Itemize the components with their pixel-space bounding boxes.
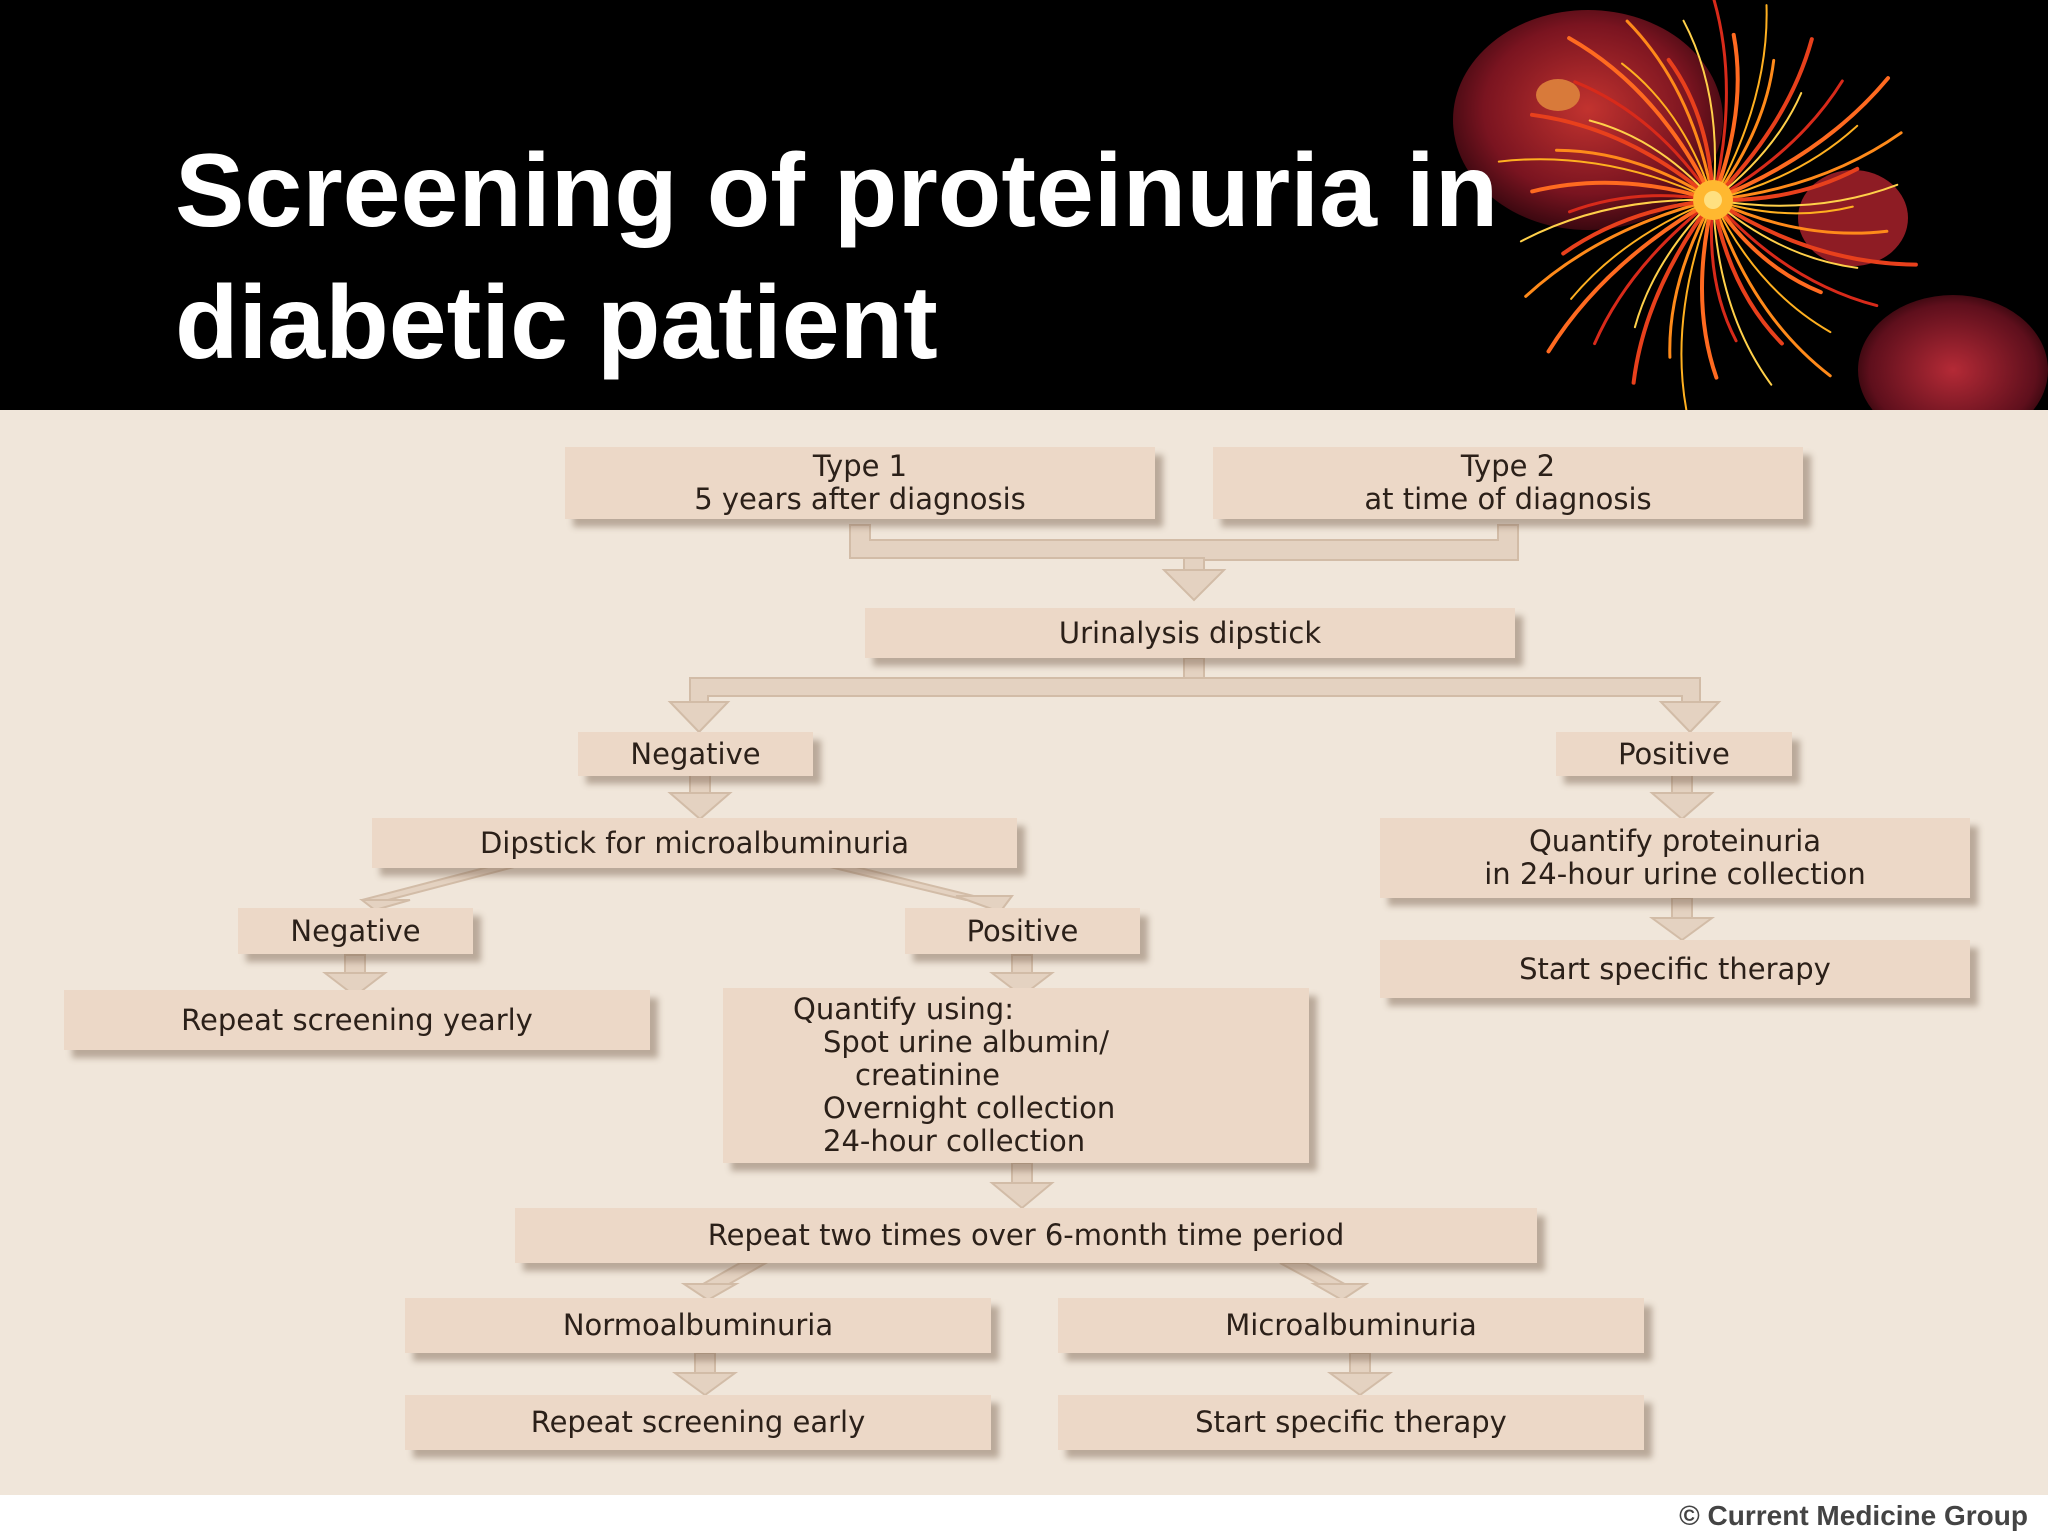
positive-label-2: Positive <box>966 913 1079 948</box>
firework-ray <box>1712 199 1859 269</box>
type2-box: Type 2 at time of diagnosis <box>1213 447 1803 519</box>
firework-ray <box>1497 158 1714 201</box>
repeat-screening-yearly-box: Repeat screening yearly <box>64 990 650 1050</box>
firework-ray <box>1712 4 1768 201</box>
positive-box-1: Positive <box>1556 732 1792 776</box>
firework-ray <box>1555 148 1715 202</box>
firework-ray <box>1561 198 1715 256</box>
normoalbuminuria-label: Normoalbuminuria <box>562 1308 834 1342</box>
firework-ray <box>1711 198 1918 267</box>
firework-ray <box>1530 112 1715 202</box>
type1-box: Type 1 5 years after diagnosis <box>565 447 1155 519</box>
repeat-two-times-box: Repeat two times over 6-month time perio… <box>515 1208 1537 1263</box>
firework-ray <box>1567 36 1715 202</box>
firework-ray <box>1573 80 1715 202</box>
urinalysis-dipstick-box: Urinalysis dipstick <box>865 608 1515 658</box>
quantify-proteinuria-line-1: Quantify proteinuria <box>1528 824 1822 858</box>
flowchart-connectors <box>322 524 1722 1397</box>
repeat-screening-yearly-label: Repeat screening yearly <box>181 1002 533 1037</box>
firework-ray <box>1680 199 1714 410</box>
firework-ray <box>1711 0 1728 202</box>
firework-ray <box>1621 62 1714 201</box>
negative-label-2: Negative <box>290 913 421 948</box>
urinalysis-dipstick-label: Urinalysis dipstick <box>1058 615 1322 650</box>
firework-ray <box>1631 198 1715 385</box>
flowchart-area: Type 1 5 years after diagnosis Type 2 at… <box>0 410 2048 1495</box>
firework-ray <box>1711 37 1814 202</box>
quantify-item-overnight: Overnight collection <box>823 1091 1116 1125</box>
firework-ray <box>1700 198 1719 380</box>
start-therapy-box-2: Start specific therapy <box>1058 1395 1644 1450</box>
firework-ray <box>1524 198 1715 298</box>
negative-box-2: Negative <box>238 908 473 954</box>
firework-ray <box>1712 124 1859 201</box>
quantify-using-box: Quantify using: Spot urine albumin/ crea… <box>723 988 1309 1163</box>
start-therapy-box-1: Start specific therapy <box>1380 940 1970 998</box>
quantify-item-24-hour: 24-hour collection <box>823 1124 1086 1158</box>
firework-ray <box>1711 198 1784 346</box>
firework-ray <box>1711 198 1832 378</box>
copyright-notice: © Current Medicine Group <box>1679 1500 2028 1531</box>
firework-ray <box>1570 199 1714 300</box>
quantify-item-spot-urine-cont: creatinine <box>855 1058 1000 1092</box>
start-therapy-label-1: Start specific therapy <box>1519 951 1831 986</box>
type2-subtitle: at time of diagnosis <box>1364 482 1652 516</box>
firework-ray <box>1712 183 1899 207</box>
dipstick-microalbuminuria-box: Dipstick for microalbuminuria <box>372 818 1017 868</box>
firework-ray <box>1711 198 1879 308</box>
negative-box-1: Negative <box>578 732 813 776</box>
firework-ray <box>1530 180 1715 202</box>
title-line-1: Screening of proteinuria in <box>175 133 1499 249</box>
type2-title: Type 2 <box>1460 449 1556 483</box>
quantify-proteinuria-box: Quantify proteinuria in 24-hour urine co… <box>1380 818 1970 898</box>
firework-ray <box>1546 198 1715 354</box>
firework-ray <box>1625 19 1715 202</box>
type1-subtitle: 5 years after diagnosis <box>694 482 1026 516</box>
normoalbuminuria-box: Normoalbuminuria <box>405 1298 991 1353</box>
slide-header: Screening of proteinuria in diabetic pat… <box>0 0 2048 410</box>
repeat-two-times-label: Repeat two times over 6-month time perio… <box>707 1218 1345 1252</box>
repeat-screening-early-label: Repeat screening early <box>530 1405 866 1439</box>
type1-title: Type 1 <box>812 449 908 483</box>
firework-ray <box>1711 198 1889 235</box>
firework-ray <box>1519 198 1714 243</box>
quantify-item-spot-urine: Spot urine albumin/ <box>823 1025 1110 1059</box>
firework-ray <box>1711 79 1844 202</box>
firework-ray <box>1711 131 1903 202</box>
negative-label-1: Negative <box>630 736 761 771</box>
microalbuminuria-label: Microalbuminuria <box>1225 1308 1477 1342</box>
repeat-screening-early-box: Repeat screening early <box>405 1395 991 1450</box>
firework-ray <box>1668 198 1715 359</box>
positive-box-2: Positive <box>905 908 1140 954</box>
fireworks-decoration <box>1453 0 2048 410</box>
positive-label-1: Positive <box>1618 736 1730 771</box>
slide-title: Screening of proteinuria in diabetic pat… <box>175 125 1675 389</box>
firework-ray <box>1711 32 1740 202</box>
title-line-2: diabetic patient <box>175 265 938 381</box>
firework-ray <box>1682 19 1717 201</box>
start-therapy-label-2: Start specific therapy <box>1195 1405 1507 1439</box>
quantify-proteinuria-line-2: in 24-hour urine collection <box>1484 857 1866 891</box>
firework-ray <box>1712 199 1832 334</box>
microalbuminuria-box: Microalbuminuria <box>1058 1298 1644 1353</box>
dipstick-microalbuminuria-label: Dipstick for microalbuminuria <box>479 825 910 860</box>
firework-ray <box>1711 76 1890 202</box>
quantify-using-heading: Quantify using: <box>793 992 1014 1026</box>
firework-ray <box>1712 199 1773 386</box>
firework-ray <box>1593 198 1715 346</box>
